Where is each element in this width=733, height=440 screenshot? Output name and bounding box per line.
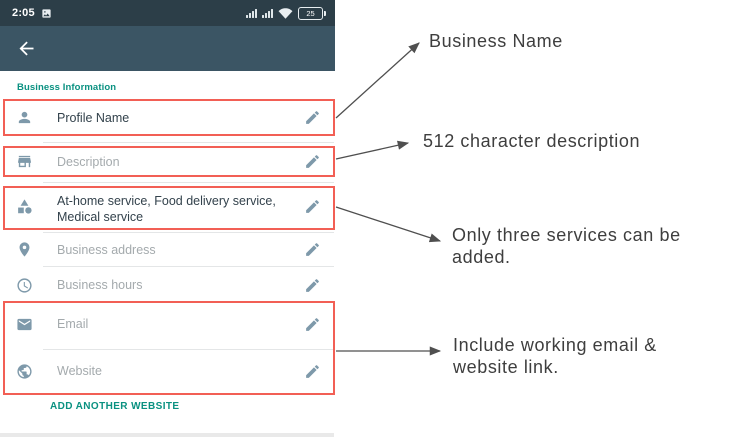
row-business-hours[interactable]: Business hours — [9, 269, 335, 301]
row-label: Description — [57, 154, 120, 169]
edit-pencil-icon[interactable] — [304, 277, 321, 294]
wifi-icon — [278, 8, 293, 19]
signal-sim1-icon — [246, 8, 257, 18]
edit-pencil-icon[interactable] — [304, 109, 321, 126]
row-business-address[interactable]: Business address — [9, 233, 335, 266]
row-services[interactable]: At-home service, Food delivery service, … — [9, 186, 335, 230]
edit-pencil-icon[interactable] — [304, 316, 321, 333]
edit-pencil-icon[interactable] — [304, 198, 321, 215]
clock-time: 2:05 — [12, 7, 35, 19]
divider — [43, 266, 334, 267]
category-icon — [18, 199, 32, 214]
globe-icon — [17, 363, 32, 379]
annotation-description: 512 character description — [423, 131, 641, 151]
arrow-services — [335, 206, 442, 243]
clock-icon — [17, 277, 32, 293]
app-bar — [0, 26, 335, 71]
status-bar: 2:05 25 — [0, 0, 335, 26]
person-icon — [18, 111, 31, 124]
row-label: Email — [57, 317, 89, 331]
screenshot-bottom-edge — [0, 433, 334, 437]
divider — [43, 349, 334, 350]
storefront-icon — [18, 155, 31, 168]
annotation-business-name: Business Name — [429, 31, 563, 51]
row-description[interactable]: Description — [9, 146, 335, 177]
row-email[interactable]: Email — [9, 306, 335, 342]
screenshot-notification-icon — [42, 8, 51, 18]
section-label: Business Information — [17, 82, 117, 93]
row-profile-name[interactable]: Profile Name — [9, 99, 335, 136]
row-label: Website — [57, 364, 102, 378]
add-another-website-button[interactable]: ADD ANOTHER WEBSITE — [50, 401, 180, 412]
phone-screenshot: 2:05 25 — [0, 0, 336, 440]
divider — [43, 182, 334, 183]
signal-sim2-icon — [262, 8, 273, 18]
edit-pencil-icon[interactable] — [304, 153, 321, 170]
annotation-services: Only three services can be added. — [452, 225, 681, 267]
row-label: At-home service, Food delivery service, … — [57, 194, 276, 224]
location-pin-icon — [19, 242, 30, 257]
row-website[interactable]: Website — [9, 353, 335, 389]
arrow-business-name — [335, 42, 420, 119]
row-label: Profile Name — [57, 110, 130, 125]
divider — [43, 232, 334, 233]
divider — [43, 142, 334, 143]
back-arrow-icon[interactable] — [16, 38, 37, 59]
row-label: Business address — [57, 242, 156, 257]
arrow-description — [335, 140, 410, 160]
edit-pencil-icon[interactable] — [304, 363, 321, 380]
edit-pencil-icon[interactable] — [304, 241, 321, 258]
envelope-icon — [17, 318, 32, 330]
row-label: Business hours — [57, 278, 143, 292]
battery-icon: 25 — [298, 6, 326, 20]
battery-percent: 25 — [306, 8, 315, 18]
status-icons: 25 — [246, 6, 326, 20]
annotation-email-website: Include working email & website link. — [453, 335, 657, 377]
